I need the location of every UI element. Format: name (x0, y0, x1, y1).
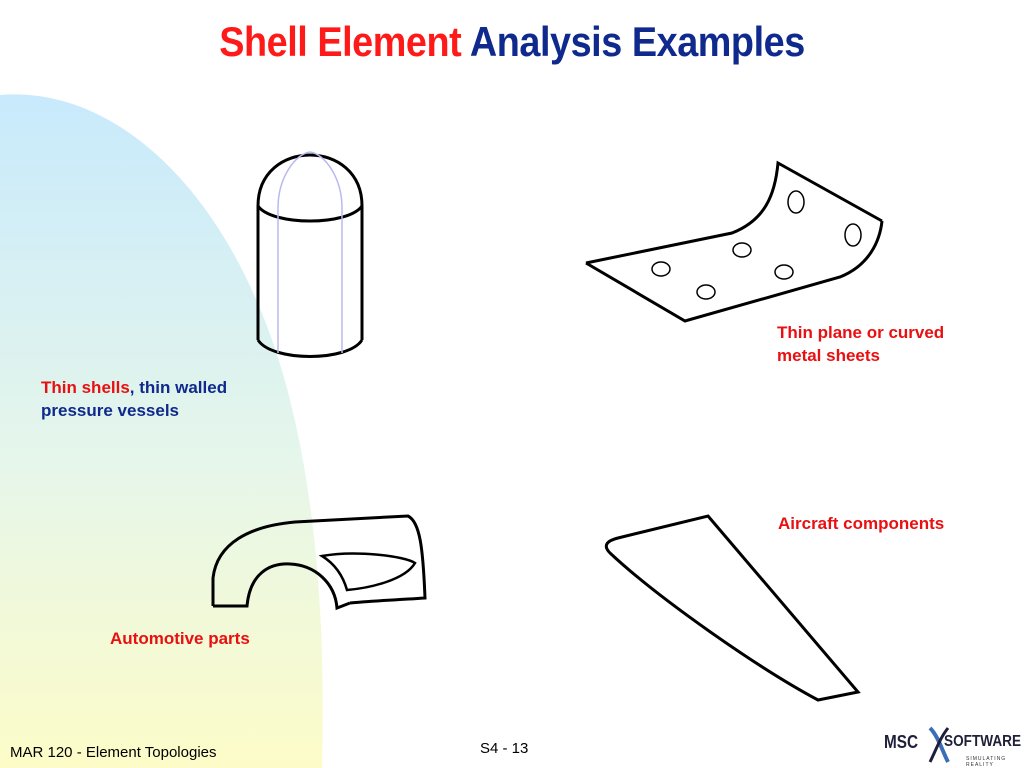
msc-software-logo: MSC SOFTWARE SIMULATING REALITY (880, 726, 1022, 768)
caption-automotive: Automotive parts (110, 629, 250, 648)
msc-x-logo-icon (928, 726, 950, 763)
metal-sheet-illustration (585, 160, 884, 323)
caption-aircraft: Aircraft components (778, 514, 945, 533)
caption-thin-shells: Thin shells (41, 378, 130, 397)
caption-metal-sheets-line1: Thin plane or curved (777, 323, 945, 342)
aircraft-wing-illustration (604, 514, 861, 702)
logo-msc: MSC (884, 732, 918, 752)
automotive-part-illustration (211, 514, 427, 611)
caption-pressure-vessels-line2: pressure vessels (41, 401, 179, 420)
caption-metal-sheets-line2: metal sheets (777, 346, 880, 365)
logo-software: SOFTWARE (944, 733, 1022, 750)
pressure-vessel-illustration (256, 151, 364, 358)
slide-title: Shell Element Analysis Examples (51, 18, 973, 66)
slide-title-red: Shell Element (219, 18, 462, 65)
footer-course: MAR 120 - Element Topologies (10, 744, 217, 761)
slide-title-blue: Analysis Examples (469, 18, 805, 65)
footer-page-number: S4 - 13 (480, 740, 529, 757)
caption-thin-walled: thin walled (134, 378, 228, 397)
logo-tagline: SIMULATING REALITY (966, 756, 1007, 768)
caption-metal-sheets: Thin plane or curved metal sheets (777, 321, 944, 367)
caption-separator: , (129, 378, 135, 397)
caption-pressure-vessels: Thin shells, thin walled pressure vessel… (41, 376, 227, 422)
